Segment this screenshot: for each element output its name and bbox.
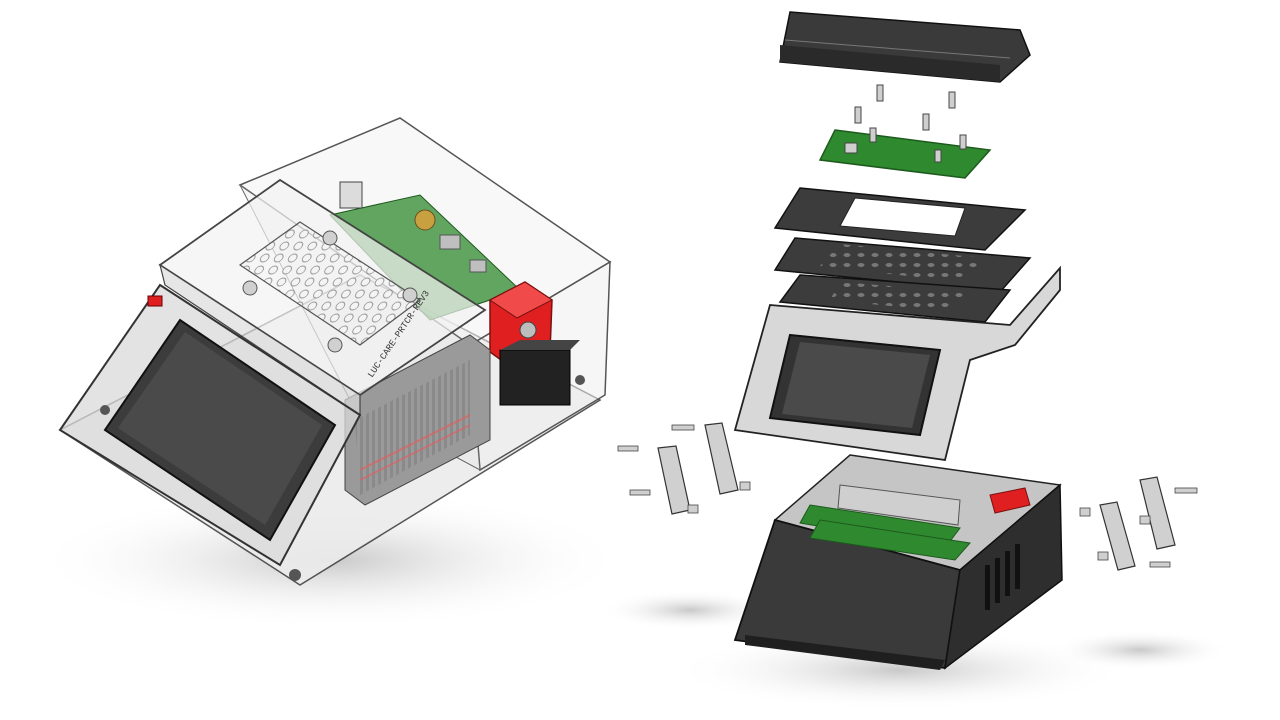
left-brackets (617, 422, 751, 515)
foot (100, 405, 110, 415)
front-bezel (733, 265, 1061, 462)
well-plate (238, 221, 422, 346)
pcb-connector-2 (469, 259, 487, 273)
right-brackets (1079, 476, 1198, 571)
lid-knob (402, 287, 418, 303)
lid-knob (242, 280, 258, 296)
pcb-terminal (339, 181, 363, 209)
exploded-device (600, 11, 1230, 710)
pcb-connector (439, 234, 461, 250)
heatsink (344, 334, 491, 506)
exploded-shadow-small (1050, 630, 1230, 670)
foot (289, 569, 301, 581)
assembled-screen-inner (118, 332, 322, 525)
motor-assembly (489, 281, 580, 406)
top-cover (779, 11, 1031, 83)
lid-knob (327, 337, 343, 353)
lid-knob (322, 230, 338, 246)
internal-boards (799, 484, 971, 561)
assembled-device: LUC-CARE-PRTCR-REV3 (30, 117, 630, 630)
gasket-frame (773, 187, 1027, 251)
exploded-motor (989, 487, 1031, 514)
foot (575, 375, 585, 385)
exploded-shadow-small (600, 590, 780, 630)
lower-enclosure (733, 454, 1063, 670)
side-vents (985, 544, 1020, 610)
pcb-gear-component (414, 209, 436, 231)
status-indicator (147, 295, 163, 307)
perforated-plate-2 (778, 274, 1012, 323)
standoffs (854, 84, 956, 131)
control-pcb (818, 127, 992, 179)
